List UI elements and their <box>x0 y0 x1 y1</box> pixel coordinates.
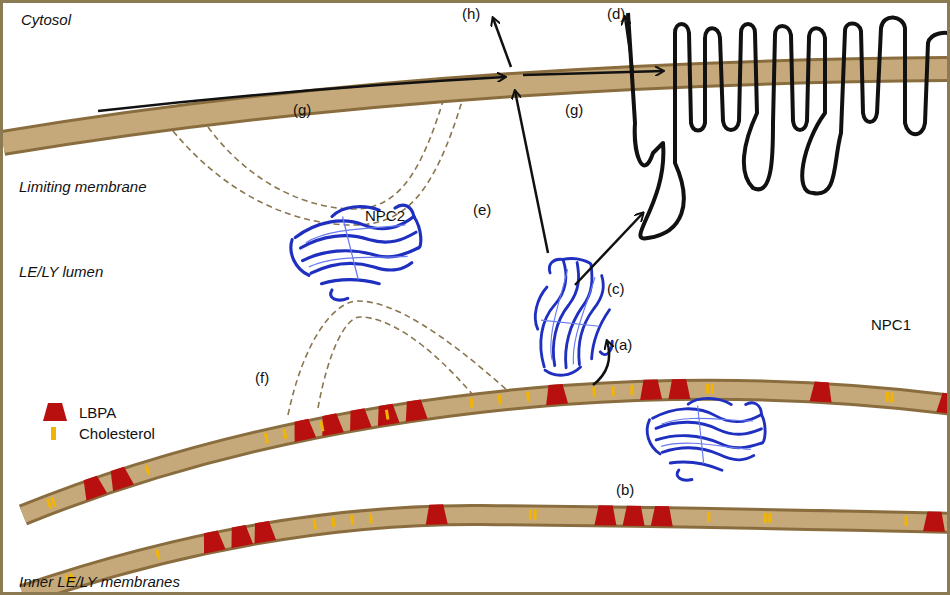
lbpa-lipid <box>107 465 134 491</box>
lbpa-lipid <box>291 418 317 442</box>
cholesterol-molecule <box>369 513 373 523</box>
cholesterol-molecule <box>711 384 714 394</box>
lbpa-lipid <box>425 504 448 525</box>
lbpa-lipid <box>640 379 663 400</box>
callout-letter: (b) <box>616 481 634 498</box>
callout-letter: (f) <box>255 369 269 386</box>
cholesterol-molecule <box>50 497 56 507</box>
lbpa-lipid <box>810 381 833 402</box>
lbpa-lipid <box>375 403 400 426</box>
cholesterol-molecule <box>529 509 532 519</box>
lbpa-lipid <box>651 506 673 526</box>
cholesterol-molecule <box>350 515 354 525</box>
lbpa-lipid <box>80 474 107 500</box>
cholesterol-molecule <box>904 516 907 526</box>
cholesterol-molecule <box>611 386 614 396</box>
cholesterol-molecule <box>630 385 633 395</box>
cholesterol-molecule <box>526 392 530 402</box>
cholesterol-molecule <box>331 517 335 527</box>
illustration <box>3 3 950 595</box>
cholesterol-molecule <box>885 392 889 402</box>
lbpa-lipid <box>403 399 428 422</box>
lbpa-lipid <box>923 511 945 532</box>
cholesterol-molecule <box>145 465 151 475</box>
lbpa-lipid <box>319 413 344 437</box>
region-label: LE/LY lumen <box>19 263 103 280</box>
cholesterol-molecule <box>707 512 710 522</box>
cholesterol-molecule <box>385 409 390 419</box>
lbpa-lipid <box>347 408 372 431</box>
callout-letter: (e) <box>473 201 491 218</box>
protein-label: NPC2 <box>365 207 405 224</box>
callout-letter: (a) <box>614 336 632 353</box>
cholesterol-molecule <box>534 510 537 520</box>
cholesterol-molecule <box>320 421 325 431</box>
npc2-protein <box>515 250 636 390</box>
npc2-protein <box>291 205 421 300</box>
cholesterol-molecule <box>706 384 709 394</box>
callout-letter: (d) <box>607 5 625 22</box>
cholesterol-molecule <box>498 395 502 405</box>
lbpa-lipid <box>594 505 616 525</box>
callout-letter: (h) <box>462 5 480 22</box>
region-label: Inner LE/LY membranes <box>19 573 180 590</box>
cholesterol-molecule <box>155 549 160 559</box>
cholesterol-molecule <box>313 519 317 529</box>
lbpa-lipid <box>251 520 276 543</box>
npc2-protein <box>641 389 769 490</box>
cholesterol-molecule <box>890 392 894 402</box>
fusion-neck <box>173 98 508 415</box>
lbpa-lipid <box>200 530 226 554</box>
callout-letter: (g) <box>565 101 583 118</box>
lbpa-lipid <box>668 379 690 399</box>
transport-arrows <box>98 17 663 385</box>
lbpa-lipid <box>936 392 950 415</box>
cholesterol-molecule <box>282 429 287 439</box>
region-label: Cytosol <box>21 11 71 28</box>
lbpa-lipid <box>545 384 569 406</box>
callout-letter: (g) <box>293 101 311 118</box>
region-label: Limiting membrane <box>19 178 147 195</box>
protein-label: NPC1 <box>871 316 911 333</box>
cholesterol-swatch <box>51 427 56 440</box>
lbpa-lipid <box>228 524 253 548</box>
legend-label: Cholesterol <box>79 425 155 442</box>
lbpa-lipid <box>623 506 645 526</box>
cholesterol-molecule <box>264 433 269 443</box>
cholesterol-molecule <box>768 513 771 523</box>
lbpa-swatch <box>43 403 67 421</box>
lipids <box>46 379 950 585</box>
callout-letter: (c) <box>607 280 625 297</box>
npc1-protein <box>628 13 948 238</box>
cholesterol-molecule <box>764 513 767 523</box>
cholesterol-molecule <box>592 387 596 397</box>
cholesterol-molecule <box>469 398 473 408</box>
legend-label: LBPA <box>79 404 116 421</box>
